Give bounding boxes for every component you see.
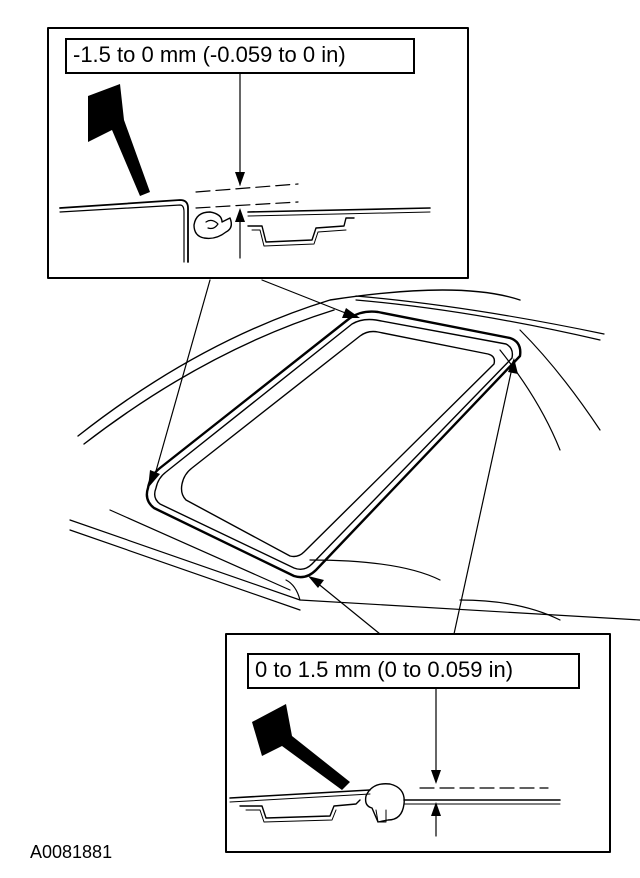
bottom-bracket (239, 799, 361, 819)
bottom-gap-callout: 0 to 1.5 mm (0 to 0.059 in) (247, 653, 580, 689)
top-gap-callout: -1.5 to 0 mm (-0.059 to 0 in) (65, 38, 415, 74)
leader-bottom-right (453, 367, 513, 635)
top-roof-panel (59, 199, 189, 263)
top-pointer-arrow (88, 84, 150, 196)
roof-contour (77, 289, 521, 437)
top-bracket (247, 217, 355, 243)
sunroof-outer-frame (145, 310, 522, 579)
top-reference-dash-upper (195, 183, 299, 193)
figure-id-label: A0081881 (30, 842, 113, 862)
top-detail-inset (47, 27, 469, 279)
leader-bottom-left (315, 581, 381, 635)
sunroof-overview (69, 279, 640, 635)
top-glass-panel (247, 207, 431, 213)
bottom-pointer-arrow (252, 704, 350, 790)
top-seal-profile (193, 211, 233, 240)
bottom-detail-inset (225, 633, 611, 853)
bottom-seal-profile (364, 783, 405, 823)
sunroof-glass (180, 330, 496, 558)
top-down-arrowhead (235, 172, 245, 186)
leader-top-left (153, 279, 211, 479)
leader-top-right (261, 279, 349, 315)
bottom-up-arrowhead (431, 802, 441, 816)
bottom-glass-panel (229, 789, 371, 799)
top-up-arrowhead (235, 208, 245, 222)
top-reference-dash-lower (195, 201, 299, 209)
bottom-down-arrowhead (431, 770, 441, 784)
